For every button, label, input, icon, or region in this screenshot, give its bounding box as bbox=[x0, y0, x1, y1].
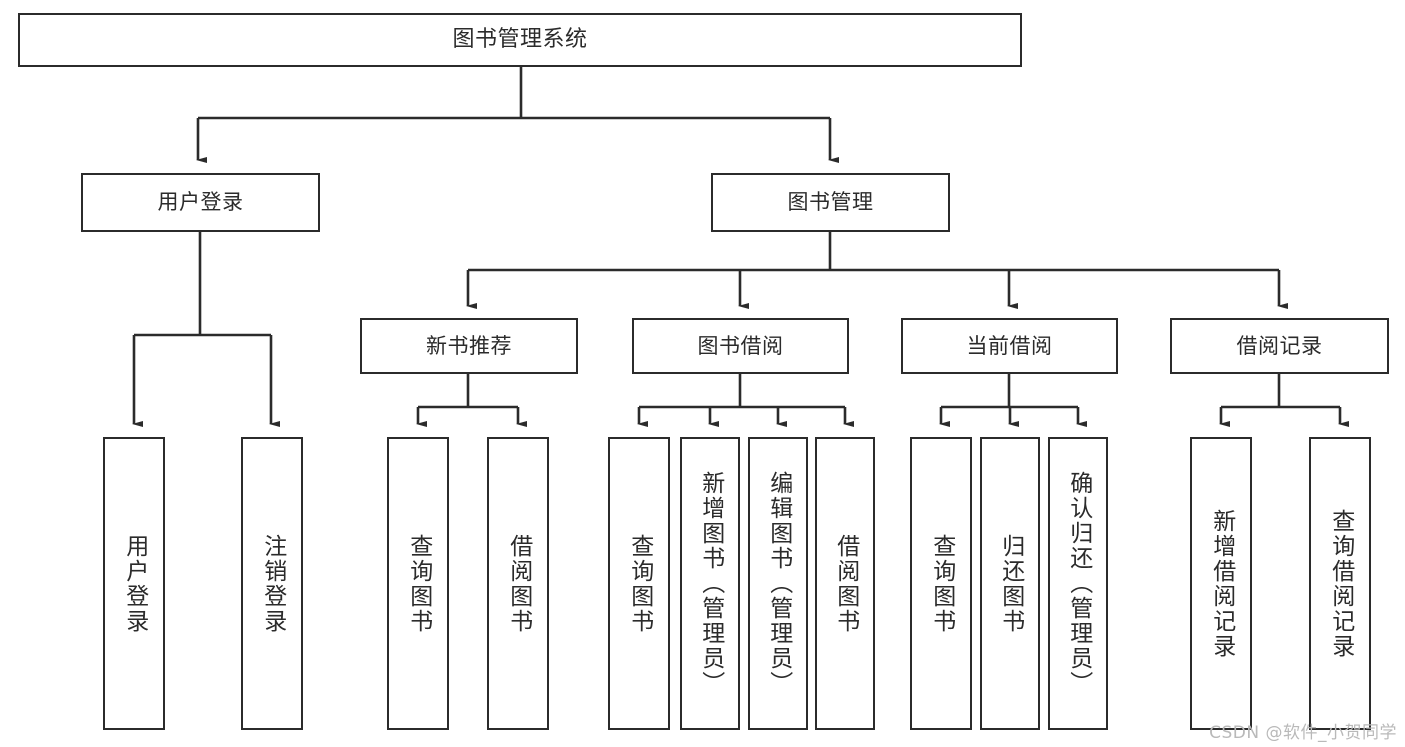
node-leaf-query-book-2[interactable]: 查询图书 bbox=[608, 437, 670, 730]
node-leaf-borrow-book-2[interactable]: 借阅图书 bbox=[815, 437, 875, 730]
node-leaf-query-book-2-label: 查询图书 bbox=[626, 533, 653, 634]
node-root-system[interactable]: 图书管理系统 bbox=[18, 13, 1022, 67]
node-leaf-add-book[interactable]: 新增图书（管理员） bbox=[680, 437, 740, 730]
node-root-system-label: 图书管理系统 bbox=[452, 27, 588, 53]
node-leaf-borrow-book-1[interactable]: 借阅图书 bbox=[487, 437, 549, 730]
csdn-watermark: CSDN @软件_小贺同学 bbox=[1209, 723, 1397, 743]
node-new-book-recommend-label: 新书推荐 bbox=[426, 333, 512, 358]
node-leaf-add-record-label: 新增借阅记录 bbox=[1208, 508, 1235, 659]
node-leaf-edit-book-label: 编辑图书（管理员） bbox=[765, 471, 792, 696]
node-leaf-edit-book[interactable]: 编辑图书（管理员） bbox=[748, 437, 808, 730]
node-book-borrow[interactable]: 图书借阅 bbox=[632, 318, 849, 374]
node-user-login-label: 用户登录 bbox=[157, 190, 244, 215]
node-leaf-query-book-1[interactable]: 查询图书 bbox=[387, 437, 449, 730]
node-leaf-query-book-1-label: 查询图书 bbox=[405, 533, 432, 634]
node-book-borrow-label: 图书借阅 bbox=[697, 333, 784, 358]
node-leaf-borrow-book-1-label: 借阅图书 bbox=[505, 533, 532, 634]
node-current-borrow-label: 当前借阅 bbox=[966, 333, 1053, 358]
node-leaf-query-book-3-label: 查询图书 bbox=[928, 533, 955, 634]
node-new-book-recommend[interactable]: 新书推荐 bbox=[360, 318, 578, 374]
node-leaf-query-book-3[interactable]: 查询图书 bbox=[910, 437, 972, 730]
node-leaf-user-login-label: 用户登录 bbox=[121, 533, 148, 634]
node-current-borrow[interactable]: 当前借阅 bbox=[901, 318, 1118, 374]
node-book-management-label: 图书管理 bbox=[787, 190, 874, 215]
node-leaf-logout[interactable]: 注销登录 bbox=[241, 437, 303, 730]
node-leaf-confirm-return-label: 确认归还（管理员） bbox=[1065, 471, 1092, 696]
node-borrow-record-label: 借阅记录 bbox=[1236, 333, 1323, 358]
node-leaf-logout-label: 注销登录 bbox=[259, 533, 286, 634]
node-leaf-confirm-return[interactable]: 确认归还（管理员） bbox=[1048, 437, 1108, 730]
node-leaf-user-login[interactable]: 用户登录 bbox=[103, 437, 165, 730]
node-leaf-return-book-label: 归还图书 bbox=[997, 533, 1024, 634]
node-leaf-borrow-book-2-label: 借阅图书 bbox=[832, 533, 859, 634]
node-borrow-record[interactable]: 借阅记录 bbox=[1170, 318, 1389, 374]
node-leaf-add-record[interactable]: 新增借阅记录 bbox=[1190, 437, 1252, 730]
node-leaf-query-record[interactable]: 查询借阅记录 bbox=[1309, 437, 1371, 730]
node-leaf-add-book-label: 新增图书（管理员） bbox=[697, 471, 724, 696]
node-user-login[interactable]: 用户登录 bbox=[81, 173, 320, 232]
node-book-management[interactable]: 图书管理 bbox=[711, 173, 950, 232]
node-leaf-return-book[interactable]: 归还图书 bbox=[980, 437, 1040, 730]
node-leaf-query-record-label: 查询借阅记录 bbox=[1327, 508, 1354, 659]
